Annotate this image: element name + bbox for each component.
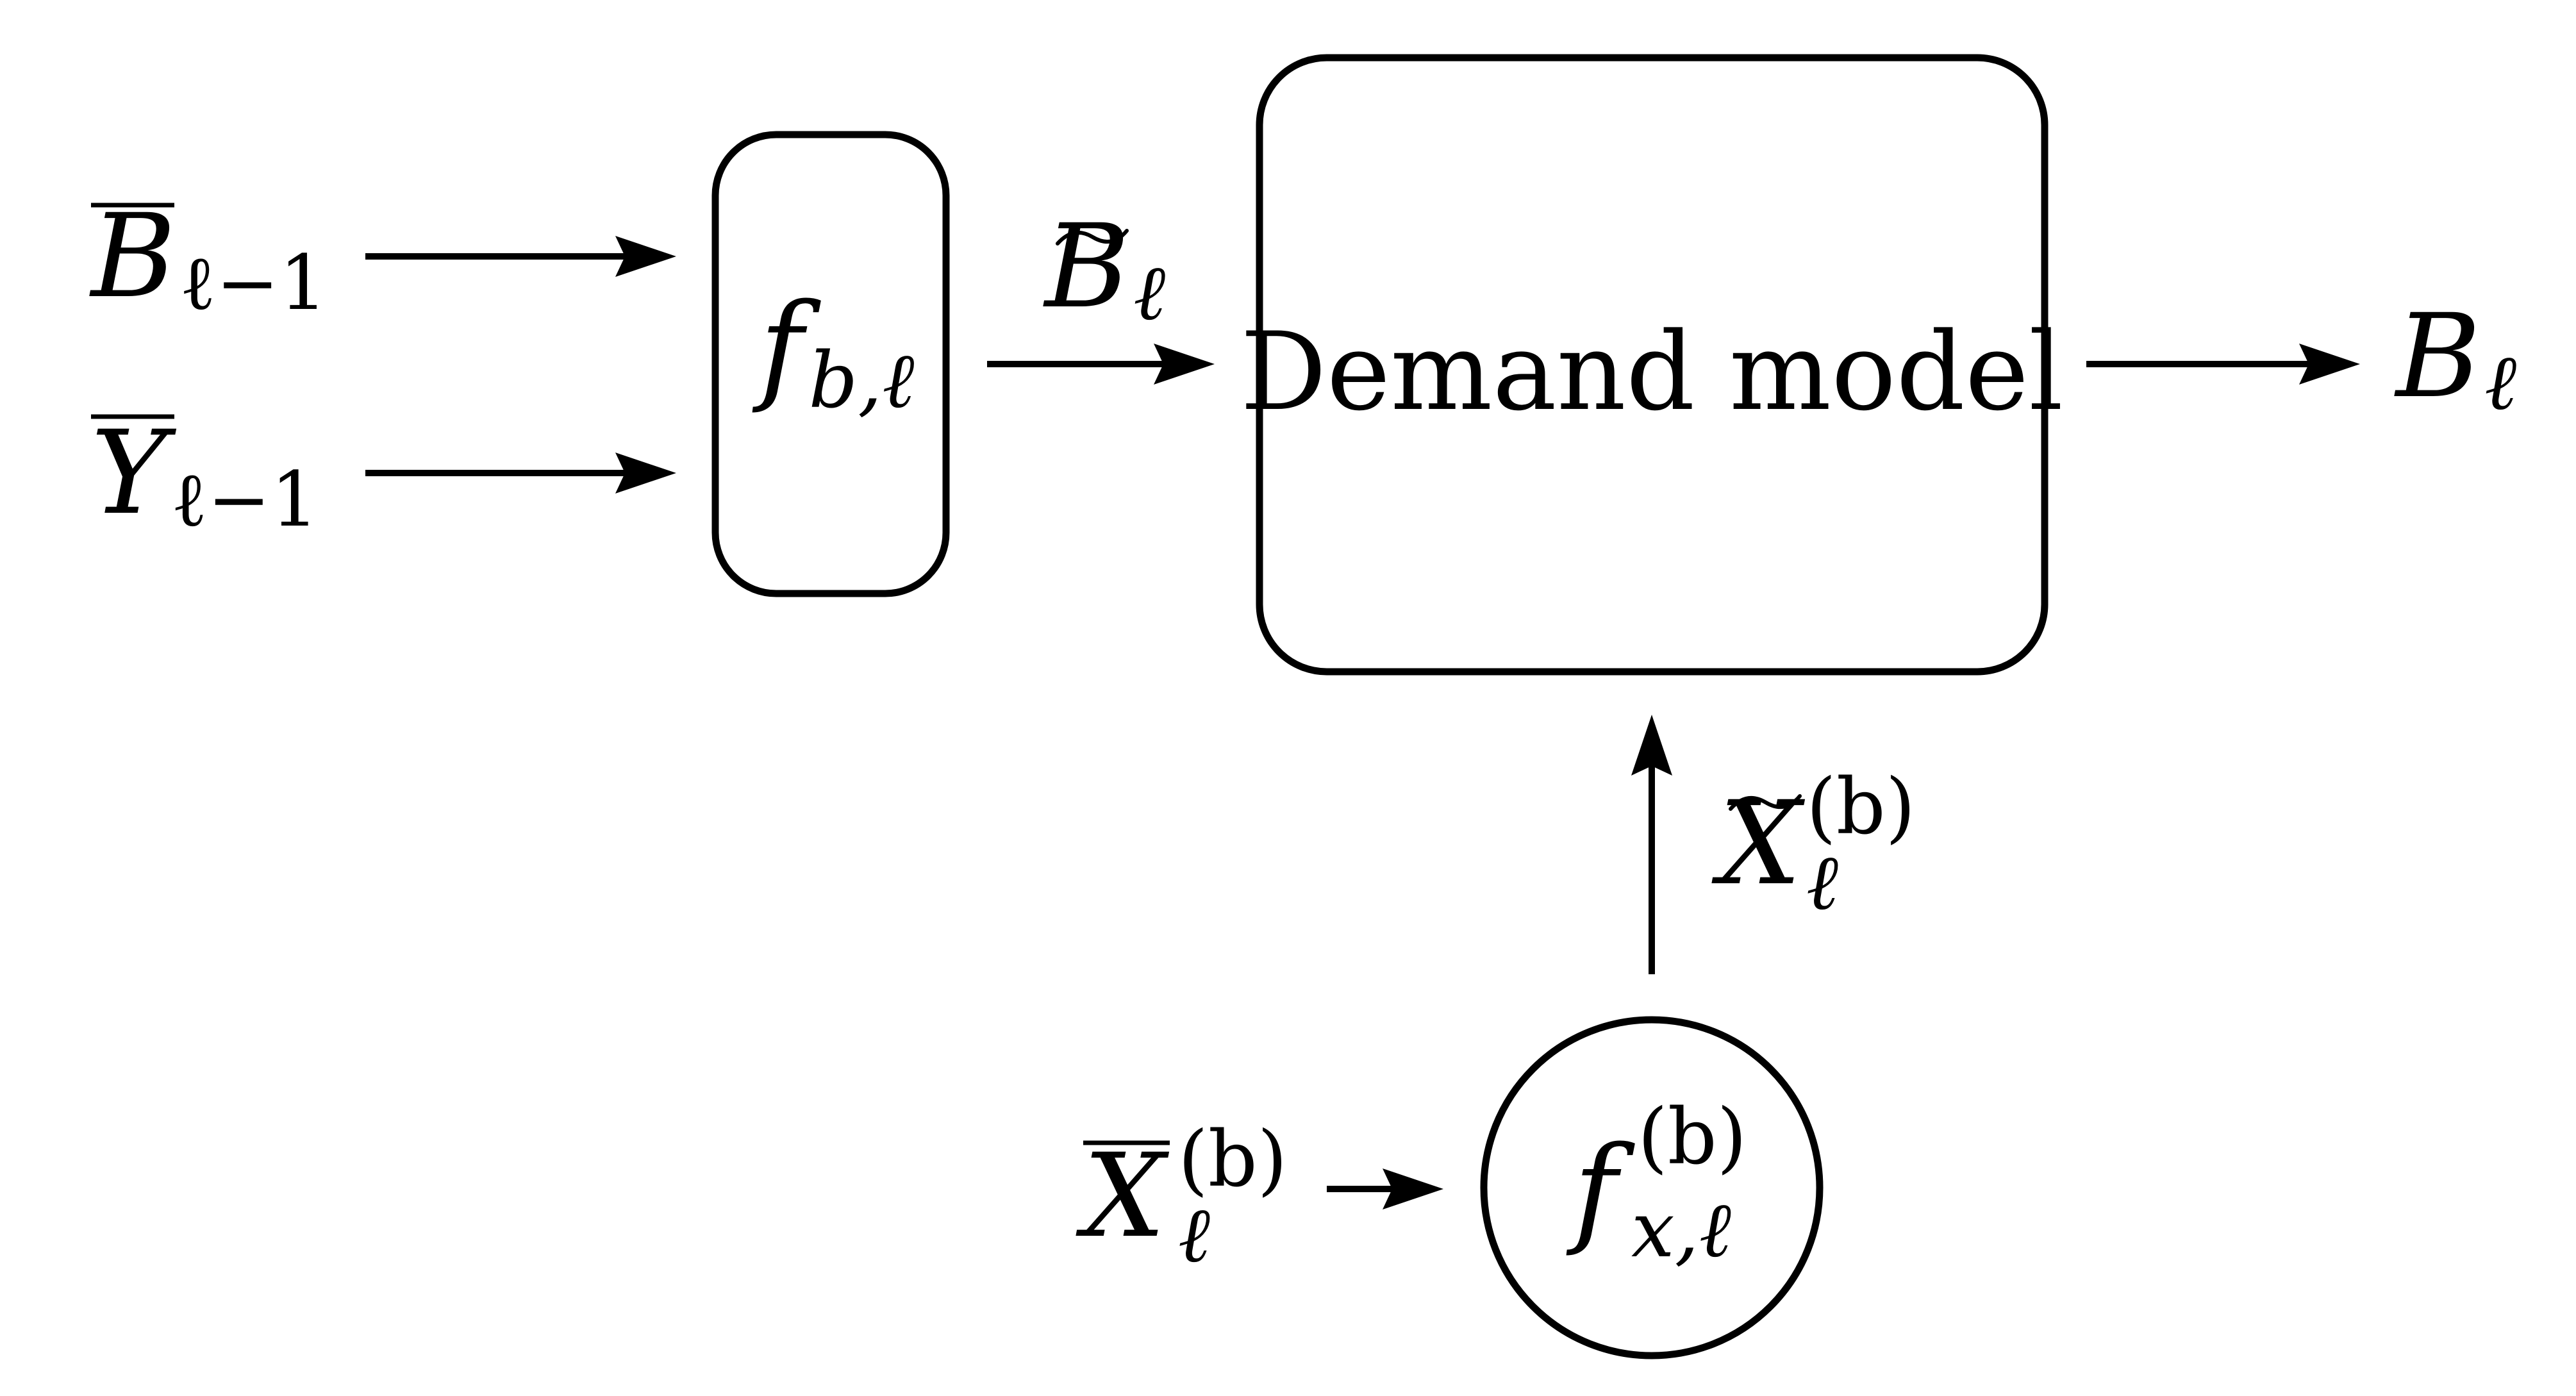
block-f-b-frame [711,131,950,597]
output-b-symbol: B [2394,290,2480,424]
block-demand-model: Demand model [1240,54,2063,676]
f-x-symbol: f [1566,1120,1635,1259]
arrow-fx-to-demand [1631,715,1672,974]
input-x-symbol: X [1076,1129,1170,1263]
arrow-b-prev-to-fb [365,236,676,277]
f-b-subscript: b,ℓ [808,337,914,426]
block-demand-frame [1256,54,2048,676]
svg-text:Bℓ−1: Bℓ−1 [89,190,328,327]
svg-text:Bℓ: Bℓ [1043,200,1165,338]
input-y-subscript: ℓ−1 [171,455,319,544]
output-b: Bℓ [2394,290,2516,428]
input-y-bar-prev: Yℓ−1 [91,406,319,544]
input-b-subscript: ℓ−1 [179,238,327,327]
input-x-bar: X (b) ℓ [1076,1115,1287,1280]
signal-b-tilde: Bℓ [1043,200,1165,338]
input-y-symbol: Y [91,406,177,540]
tilde-mark [1056,229,1129,245]
input-b-bar-prev: Bℓ−1 [89,190,328,327]
arrow-y-prev-to-fb [365,453,676,494]
block-f-b: fb,ℓ [711,131,950,597]
svg-text:X: X [1711,777,1806,911]
block-f-x: f (b) x,ℓ [1480,1016,1824,1359]
tilde-mark [1729,794,1802,811]
arrow-demand-to-output [2086,344,2360,385]
output-b-subscript: ℓ [2484,338,2516,428]
arrow-fb-to-demand [987,344,1215,385]
f-x-superscript: (b) [1638,1093,1747,1182]
svg-text:X: X [1076,1129,1170,1263]
x-tilde-subscript: ℓ [1806,838,1838,927]
input-b-symbol: B [89,190,176,324]
svg-text:Bℓ: Bℓ [2394,290,2516,428]
arrow-x-bar-to-fx [1327,1168,1443,1209]
block-f-x-frame [1480,1016,1824,1359]
input-x-superscript: (b) [1178,1115,1287,1204]
b-tilde-symbol: B [1043,200,1129,334]
input-x-subscript: ℓ [1178,1191,1210,1280]
svg-text:f: f [1566,1120,1635,1259]
b-tilde-subscript: ℓ [1133,249,1165,338]
demand-model-label: Demand model [1240,309,2063,435]
svg-text:fb,ℓ: fb,ℓ [752,278,914,426]
x-tilde-superscript: (b) [1806,763,1915,852]
x-tilde-symbol: X [1711,777,1806,911]
signal-x-tilde: X (b) ℓ [1711,763,1915,927]
svg-text:Yℓ−1: Yℓ−1 [91,406,319,544]
f-x-subscript: x,ℓ [1631,1186,1731,1275]
